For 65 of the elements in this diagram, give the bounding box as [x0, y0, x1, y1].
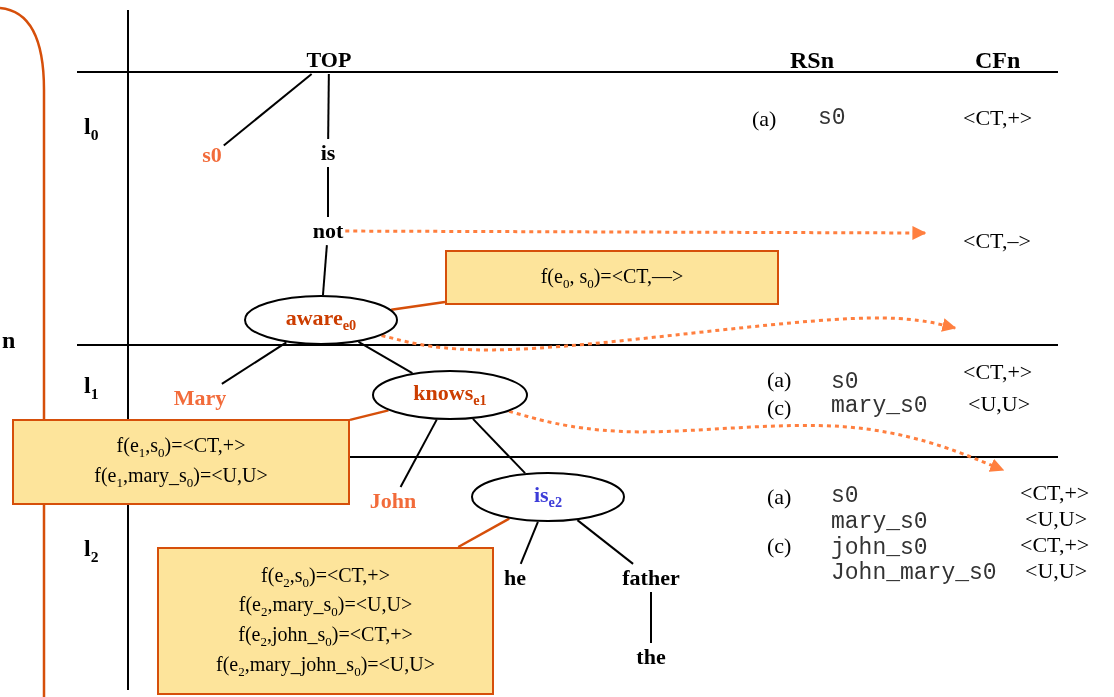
arrow: [508, 409, 1005, 472]
value-label: (c): [767, 395, 792, 421]
level-label: RSn: [790, 46, 835, 74]
formula-box: [157, 547, 494, 695]
connector-line: [471, 417, 527, 475]
formula-text: f(e$_{1}$,mary_s$_{0}$)=<U,U>: [94, 463, 268, 492]
connector-line: [327, 73, 330, 140]
level-label: l$_{2}$: [84, 535, 99, 565]
tree-word: the: [636, 644, 666, 670]
value-label: (a): [752, 106, 777, 132]
formula-text: f(e$_{2}$,s$_{0}$)=<CT,+>: [261, 562, 390, 592]
event-word: is$_{e2}$: [533, 482, 563, 512]
value-label: (a): [767, 484, 792, 510]
tree-word: not: [312, 218, 344, 244]
value-label: (a): [767, 367, 792, 393]
formula-text: f(e$_{2}$,mary_s$_{0}$)=<U,U>: [238, 592, 413, 621]
tree-word: father: [622, 565, 680, 591]
referent-name: mary_s0: [831, 394, 928, 420]
formula-box: [445, 250, 779, 305]
connector-line: [222, 73, 313, 147]
arrow: [381, 316, 957, 352]
connector-line: [576, 519, 635, 565]
formula-text: f(e$_{2}$,mary_john_s$_{0}$)=<U,U>: [216, 651, 435, 681]
connector-line: [457, 517, 510, 549]
referent-name: John_mary_s0: [831, 561, 997, 587]
event-word: aware$_{e0}$: [285, 305, 357, 335]
formula-box: [12, 419, 350, 505]
value-label: <CT,+>: [963, 359, 1033, 385]
value-label: <CT,–>: [963, 228, 1031, 254]
connector-line: [399, 418, 438, 488]
connector-line: [357, 340, 414, 375]
referent-name: mary_s0: [831, 510, 928, 536]
level-label: CFn: [975, 46, 1021, 74]
value-label: <CT,+>: [1020, 480, 1090, 506]
formula-text: f(e$_{0}$, s$_{0}$)=<CT,—>: [540, 263, 684, 293]
level-label: l$_{0}$: [84, 113, 99, 143]
tree-word: John: [369, 488, 417, 514]
formula-text: f(e$_{1}$,s$_{0}$)=<CT,+>: [116, 433, 246, 462]
referent-name: s0: [818, 106, 846, 132]
connector-line: [391, 300, 446, 311]
value-label: (c): [767, 533, 792, 559]
connector-line: [327, 166, 329, 218]
formula-text: f(e$_{2}$,john_s$_{0}$)=<CT,+>: [238, 622, 413, 651]
connector-line: [519, 520, 539, 565]
tree-word: TOP: [306, 47, 352, 73]
referent-name: s0: [831, 370, 859, 396]
level-label: l$_{1}$: [84, 372, 99, 402]
referent-name: s0: [831, 484, 859, 510]
level-label: n: [2, 326, 16, 354]
event-word: knows$_{e1}$: [413, 380, 487, 410]
value-label: <U,U>: [1025, 558, 1088, 584]
tree-word: Mary: [173, 385, 227, 411]
value-label: <U,U>: [968, 391, 1031, 417]
tree-word: s0: [202, 142, 222, 168]
referent-name: john_s0: [831, 536, 928, 562]
arrow: [345, 225, 927, 240]
tree-word: he: [504, 565, 526, 591]
tree-word: is: [320, 140, 336, 166]
connector-line: [220, 341, 288, 385]
connector-line: [321, 244, 328, 296]
connector-line: [650, 591, 652, 644]
value-label: <CT,+>: [1020, 532, 1090, 558]
value-label: <U,U>: [1025, 506, 1088, 532]
value-label: <CT,+>: [963, 105, 1033, 131]
connector-line: [349, 409, 389, 422]
